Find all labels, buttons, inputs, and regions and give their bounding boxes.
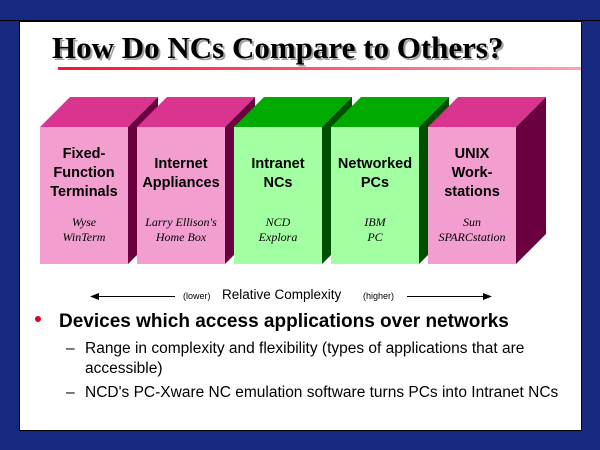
dash-icon: –: [66, 384, 75, 401]
box-example-line: Home Box: [155, 230, 207, 244]
box-label-line: NCs: [263, 175, 293, 191]
box-label-line: Fixed-: [62, 146, 106, 162]
box-example-line: NCD: [265, 215, 291, 229]
box-example-line: Larry Ellison's: [145, 215, 217, 229]
sub-item-text: Range in complexity and flexibility (typ…: [85, 340, 525, 377]
axis-title: Relative Complexity: [222, 287, 342, 302]
bullet-icon: [35, 316, 41, 322]
box-example-line: SPARCstation: [438, 230, 506, 244]
box-label: UNIX Work-stations: [428, 145, 516, 202]
right-arrow-line: [407, 296, 490, 297]
box-3d-shape: [428, 97, 546, 264]
box-label-line: Internet: [154, 156, 208, 172]
box-label-line: PCs: [360, 175, 390, 191]
box-example-line: Explora: [258, 230, 298, 244]
sub-item-text: NCD's PC-Xware NC emulation software tur…: [85, 384, 559, 401]
title-underline: [58, 67, 581, 70]
axis-higher-label: (higher): [363, 291, 395, 301]
box-label-line: stations: [444, 184, 500, 200]
left-arrowhead-icon: [90, 293, 99, 300]
left-arrow-line: [92, 296, 175, 297]
slide-title: How Do NCs Compare to Others?: [52, 30, 504, 65]
box-label-line: Appliances: [142, 175, 220, 191]
box-label-line: Terminals: [50, 184, 118, 200]
box-label-line: Function: [53, 165, 115, 181]
box-label-line: Networked: [337, 156, 413, 172]
right-arrowhead-icon: [483, 293, 492, 300]
box-label-line: Intranet: [251, 156, 305, 172]
box-example-line: Sun: [463, 215, 481, 229]
frame-line: [0, 20, 600, 21]
box-example-line: WinTerm: [62, 230, 106, 244]
box-label-line: UNIX: [454, 146, 490, 162]
box-example-line: Wyse: [71, 215, 97, 229]
box-example-line: IBM: [364, 215, 386, 229]
main-bullet-text: Devices which access applications over n…: [59, 311, 509, 332]
dash-icon: –: [66, 340, 75, 357]
box-label-line: Work-: [451, 165, 493, 181]
complexity-axis: (lower) Relative Complexity (higher): [90, 287, 492, 306]
box-example-line: PC: [367, 230, 383, 244]
axis-lower-label: (lower): [183, 291, 211, 301]
